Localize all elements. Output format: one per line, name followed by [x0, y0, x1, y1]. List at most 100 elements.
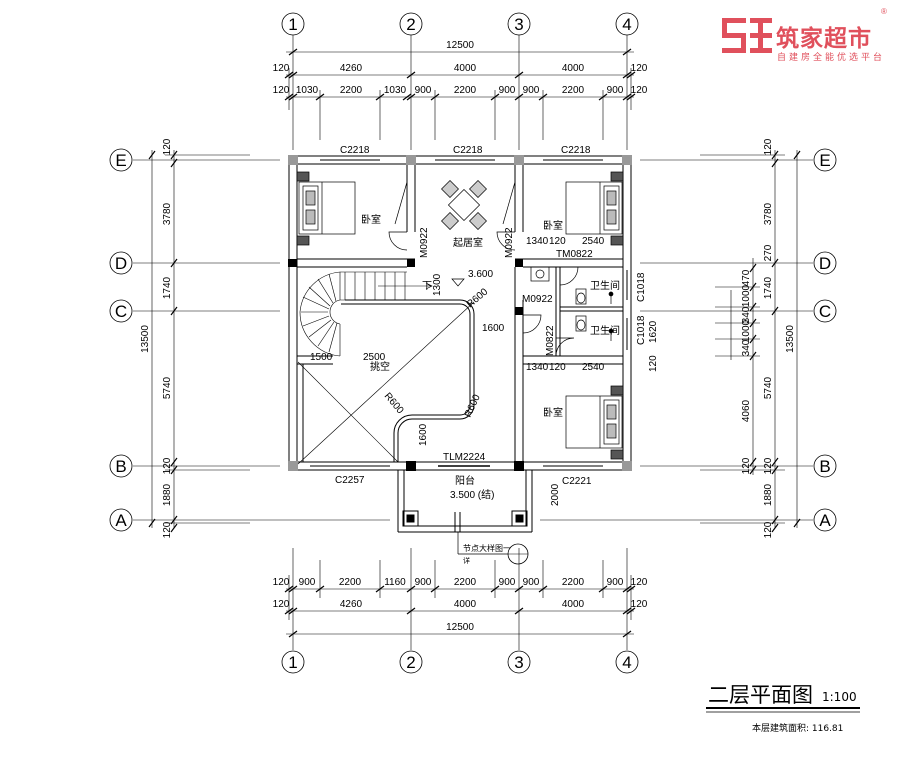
bed-ne-icon — [565, 171, 624, 246]
dim-top-bay: 120 — [273, 63, 290, 74]
dim-top-opening: 900 — [607, 85, 624, 96]
dim-bottom-opening: 900 — [607, 577, 624, 588]
door-swings — [388, 181, 579, 357]
dim-top-opening: 120 — [273, 85, 290, 96]
dim-right-bay: 120 — [763, 138, 774, 155]
dim-bottom-opening: 120 — [273, 577, 290, 588]
dim-lines-right — [700, 150, 801, 533]
axis-label-row-c-left: C — [115, 302, 127, 321]
radius-label: R600 — [465, 286, 491, 310]
axis-label-row-e-right: E — [819, 151, 830, 170]
bed-nw-icon — [296, 171, 356, 246]
axis-label-row-a-right: A — [819, 511, 831, 530]
drawing-scale: 1:100 — [822, 690, 857, 704]
door-code: M0922 — [522, 294, 553, 305]
axis-label-col-1-top: 1 — [288, 15, 297, 34]
room-labels: 卧室 起居室 卧室 卫生间 卫生间 挑空 卧室 阳台 3.500 (结) — [361, 213, 620, 501]
brand-logo: 筑家超市 自建房全能优选平台 ® — [722, 7, 887, 63]
door-code: M0922 — [504, 227, 515, 258]
dim-top-bay: 4000 — [454, 63, 477, 74]
inner-dim: 120 — [648, 355, 659, 372]
dim-right-bay: 120 — [763, 457, 774, 474]
dim-text-right: 13500 120 3780 270 1740 5740 120 1880 12… — [741, 138, 796, 538]
axis-label-col-4-bottom: 4 — [622, 653, 631, 672]
title-block: 二层平面图 1:100 本层建筑面积: 116.81 — [706, 683, 860, 734]
axis-bubbles — [109, 12, 837, 674]
dim-top-opening: 2200 — [454, 85, 477, 96]
room-void: 挑空 — [370, 360, 390, 373]
dim-right-detail: 1000 — [741, 284, 752, 307]
dim-lines-top — [284, 48, 636, 140]
dining-table-icon — [441, 180, 487, 230]
dim-top-opening: 900 — [499, 85, 516, 96]
room-bedroom-se: 卧室 — [543, 406, 563, 419]
dim-top-opening: 120 — [631, 85, 648, 96]
dim-left-bay: 5740 — [162, 376, 173, 399]
axis-label-col-1-bottom: 1 — [288, 653, 297, 672]
walls — [288, 155, 632, 471]
dim-bottom-opening: 900 — [523, 577, 540, 588]
dim-bottom-total: 12500 — [446, 622, 474, 633]
dim-top-opening: 900 — [415, 85, 432, 96]
window-code: C2218 — [453, 145, 483, 156]
inner-dim: 1340 — [526, 362, 549, 373]
dim-bottom-opening: 900 — [499, 577, 516, 588]
dim-right-detail: 1000 — [741, 319, 752, 342]
dim-bottom-opening: 2200 — [562, 577, 585, 588]
dim-top-bay: 4000 — [562, 63, 585, 74]
dim-bottom-opening: 900 — [415, 577, 432, 588]
inner-dim: 2000 — [550, 483, 561, 506]
axis-grid — [133, 35, 813, 650]
room-bathroom-2: 卫生间 — [590, 324, 620, 337]
door-code: M0822 — [545, 325, 556, 356]
balcony — [397, 465, 533, 533]
dim-right-bay: 1740 — [763, 276, 774, 299]
dim-top-opening: 2200 — [562, 85, 585, 96]
structural-columns — [288, 155, 632, 471]
dim-right-detail: 470 — [741, 269, 752, 286]
dim-right-bay: 3780 — [763, 202, 774, 225]
dim-text-top: 12500 120 4260 4000 4000 120 120 1030 22… — [273, 40, 648, 96]
door-code: TM0822 — [556, 249, 593, 260]
floor-level: 3.600 — [468, 269, 493, 280]
detail-callout: 节点大样图一 详 — [457, 532, 529, 565]
axis-label-col-3-bottom: 3 — [514, 653, 523, 672]
inner-dim: 2500 — [363, 352, 386, 363]
detail-note: 节点大样图一 — [463, 543, 511, 553]
dim-right-bay: 5740 — [763, 376, 774, 399]
inner-dim: 1300 — [432, 273, 443, 296]
inner-dim: 2540 — [582, 236, 605, 247]
window-code: C2218 — [340, 145, 370, 156]
dim-bottom-bay: 4260 — [340, 599, 363, 610]
detail-sub: 详 — [463, 556, 470, 565]
spiral-staircase — [299, 271, 433, 357]
inner-dim: 2540 — [582, 362, 605, 373]
dim-right-bay: 1880 — [763, 483, 774, 506]
dim-left-bay: 120 — [162, 138, 173, 155]
window-code: C1018 — [636, 272, 647, 302]
dim-right-bay: 270 — [763, 244, 774, 261]
dim-top-opening: 2200 — [340, 85, 363, 96]
inner-dim: 1500 — [310, 352, 333, 363]
dim-bottom-bay: 120 — [631, 599, 648, 610]
room-bedroom-ne: 卧室 — [543, 219, 563, 232]
axis-label-col-3-top: 3 — [514, 15, 523, 34]
window-code: C2257 — [335, 475, 365, 486]
drawing-title: 二层平面图 — [708, 683, 813, 707]
dim-bottom-opening: 2200 — [454, 577, 477, 588]
axis-label-col-2-bottom: 2 — [406, 653, 415, 672]
room-bedroom-nw: 卧室 — [361, 213, 381, 226]
dim-right-detail: 4060 — [741, 399, 752, 422]
dim-text-left: 13500 120 3780 1740 5740 120 1880 120 — [140, 138, 173, 538]
inner-dim: 120 — [549, 362, 566, 373]
dim-top-bay: 4260 — [340, 63, 363, 74]
logo-mark-icon — [722, 18, 772, 53]
axis-label-row-e-left: E — [115, 151, 126, 170]
window-code: C2221 — [562, 476, 592, 487]
dim-right-total: 13500 — [785, 325, 796, 353]
door-code: TLM2224 — [443, 452, 486, 463]
radius-label: R600 — [463, 393, 483, 420]
dim-left-bay: 3780 — [162, 202, 173, 225]
axis-label-row-d-left: D — [115, 254, 127, 273]
